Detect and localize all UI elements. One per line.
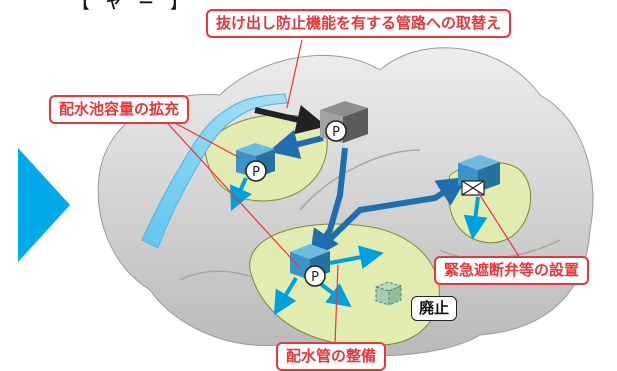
cut-heading: 【 ヤ ー 】: [74, 0, 192, 12]
outflow-arrow-left: [230, 177, 252, 211]
valve-cube-right: [458, 155, 500, 196]
pipe-label: 配水管の整備: [276, 342, 387, 371]
intake-arrow: [254, 105, 327, 135]
outflow-arrow-center-left: [273, 276, 298, 316]
outflow-arrow-center-right: [329, 245, 384, 270]
pump-symbol-left: P: [245, 160, 267, 182]
pump-symbol-center-letter: P: [311, 270, 319, 285]
pipe-to-reservoir: [268, 129, 324, 159]
leader-replacement: [286, 39, 303, 109]
river: [141, 93, 288, 249]
pipe-to-valve-area: [322, 176, 468, 247]
abolished-cube: [374, 281, 403, 306]
main-pipe-down: [309, 147, 348, 261]
leader-valve: [477, 191, 521, 259]
valve-label: 緊急遮断弁等の設置: [434, 256, 590, 285]
next-step-triangle: [18, 148, 70, 262]
replacement-label: 抜け出し防止機能を有する管路への取替え: [206, 9, 512, 38]
leader-reservoir-2: [159, 114, 301, 269]
pump-symbol-top: P: [325, 120, 347, 142]
pump-symbol-top-letter: P: [332, 125, 340, 140]
outflow-arrow-right: [463, 196, 488, 240]
pump-symbol-center: P: [304, 265, 326, 287]
outflow-arrow-center-down: [316, 280, 352, 308]
pump-symbol-left-letter: P: [252, 165, 260, 180]
reservoir-label: 配水池容量の拡充: [49, 95, 190, 124]
leader-pipe: [334, 264, 339, 345]
abolish-tag: 廃止: [411, 296, 458, 321]
